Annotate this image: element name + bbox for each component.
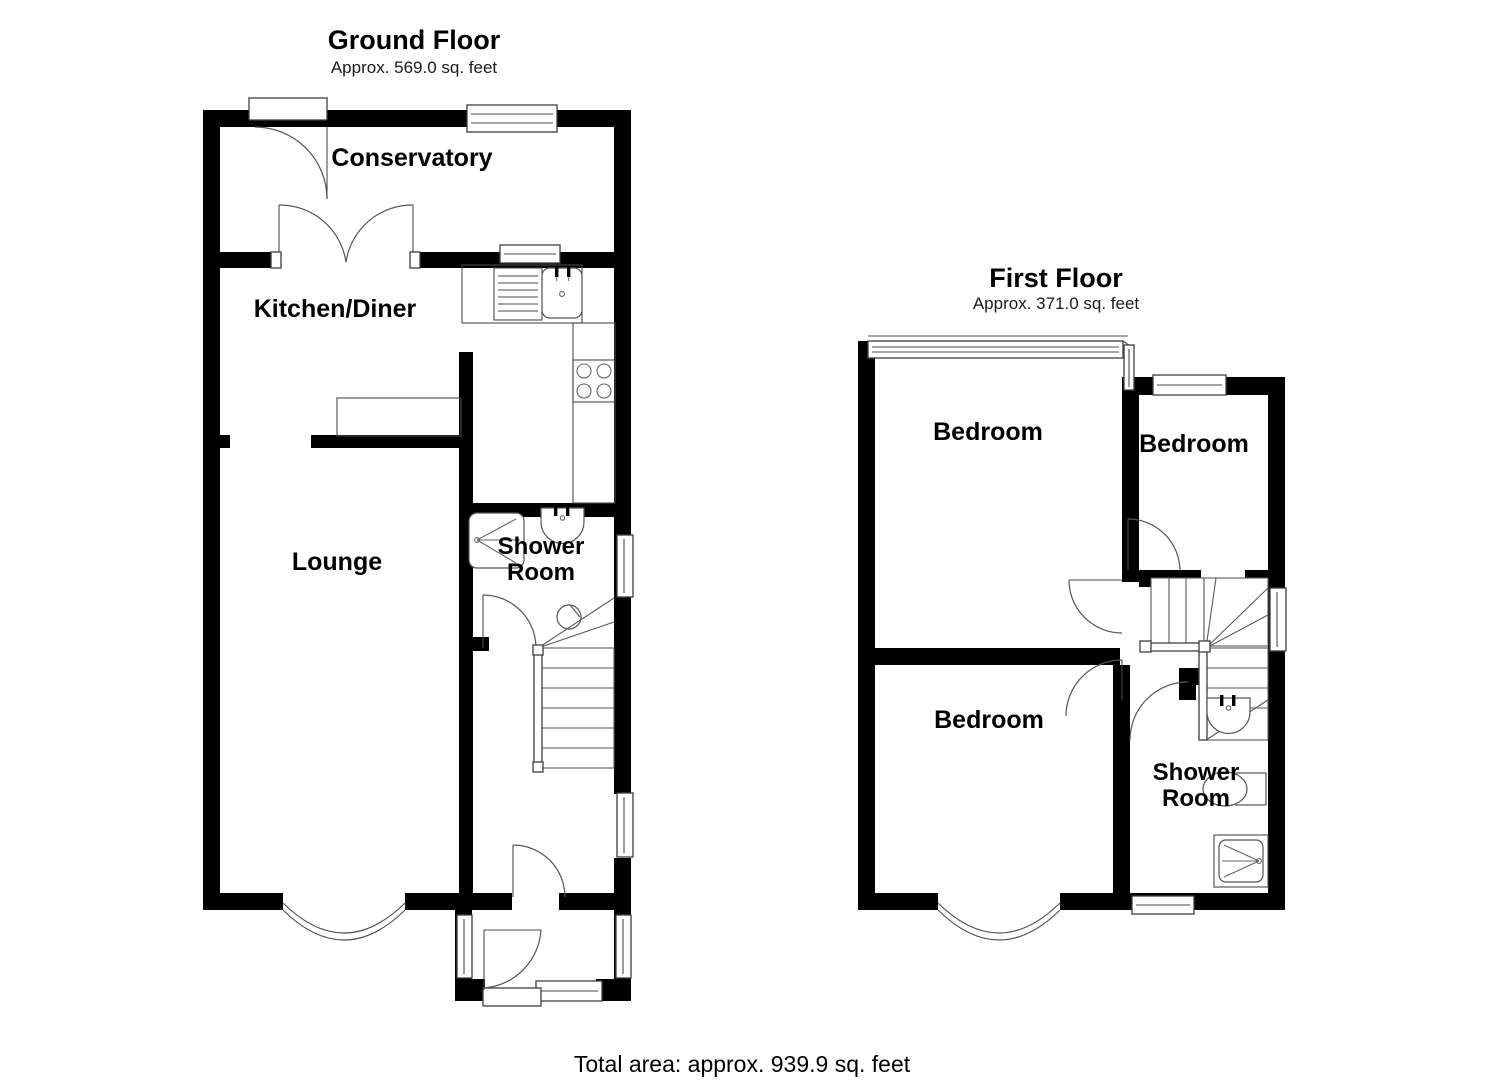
ground-floor-area: Approx. 569.0 sq. feet [331,58,498,77]
hall-window-upper [616,534,634,598]
kitchen-hob [572,359,616,403]
room-label-ground-shower-2: Room [507,559,575,586]
room-label-conservatory: Conservatory [331,144,492,172]
first-floor-title: First Floor [989,263,1123,293]
landing-window [1269,587,1287,652]
room-label-bedroom-3: Bedroom [934,706,1044,734]
first-wash-basin [1206,697,1251,735]
kitchen-sink [541,267,583,319]
room-label-ground-shower-1: Shower [498,533,585,560]
entrance-door [482,987,542,1007]
bedroom3-bay-window [937,909,1061,941]
room-label-lounge: Lounge [292,548,382,576]
first-toilet [1202,771,1267,807]
ground-wash-basin [540,507,585,545]
first-floor-openings [867,335,1287,941]
conservatory-window [466,104,558,133]
first-floor-area: Approx. 371.0 sq. feet [973,294,1140,313]
room-label-bedroom-1: Bedroom [933,418,1043,446]
first-floor-fixtures [1139,577,1269,888]
total-area-label: Total area: approx. 939.9 sq. feet [574,1051,911,1077]
kitchen-island [336,397,462,437]
conservatory-door-frame [248,97,328,121]
hall-window-lower [616,792,634,858]
room-label-bedroom-2: Bedroom [1139,430,1249,458]
room-label-first-shower-1: Shower [1153,759,1240,786]
room-label-kitchen-diner: Kitchen/Diner [254,295,417,323]
kitchen-units [572,322,616,504]
ground-floor-fixtures [336,264,616,773]
room-label-first-shower-2: Room [1162,785,1230,812]
ground-staircase [532,597,615,773]
ground-floor-openings [248,97,634,1007]
conservatory-door-swing [254,126,328,200]
ground-floor-title: Ground Floor [328,25,501,55]
first-shower-tray [1213,834,1269,888]
lounge-bay-window [282,909,406,941]
bedroom1-window [867,335,1135,391]
